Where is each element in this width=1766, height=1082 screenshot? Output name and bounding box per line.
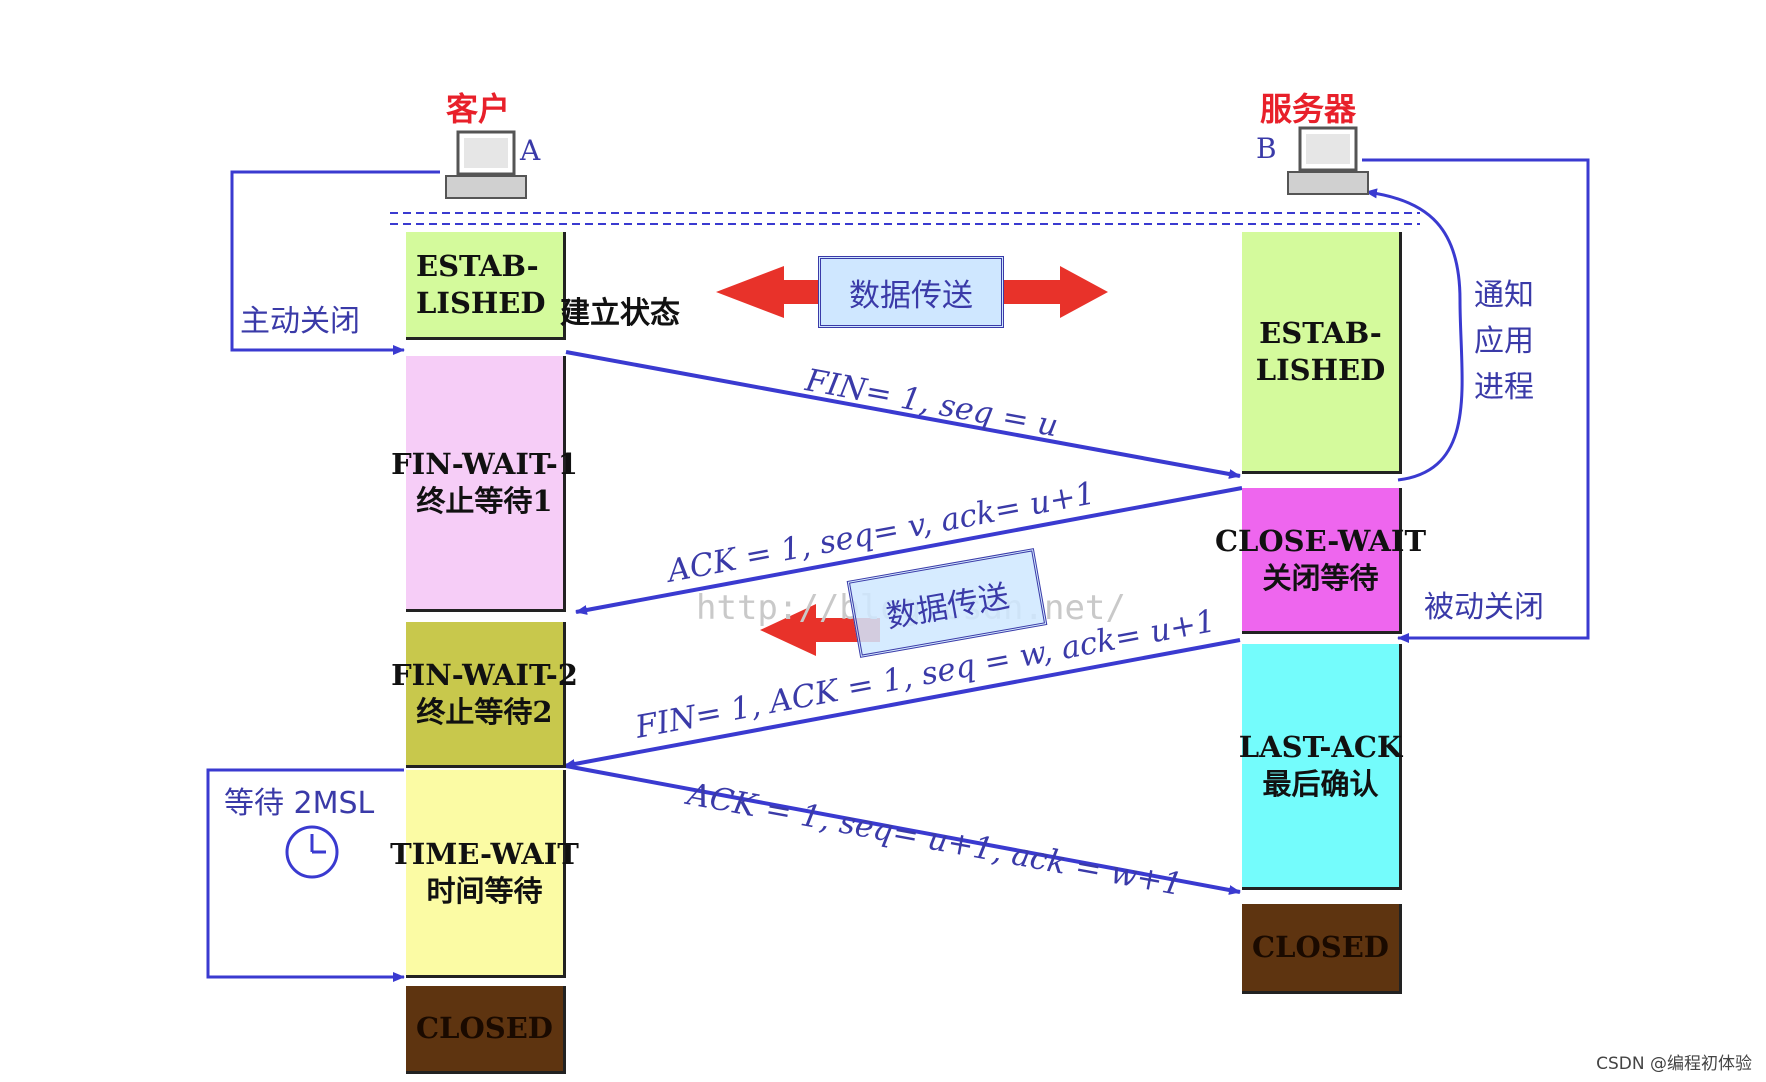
- client-computer-icon: [445, 130, 527, 199]
- client-host-label: A: [520, 134, 541, 167]
- server-state-established: ESTAB- LISHED: [1242, 232, 1402, 474]
- client-established-suffix: 建立状态: [560, 296, 680, 331]
- client-state-closed: CLOSED: [406, 986, 566, 1074]
- wait-2msl-label: 等待 2MSL: [224, 786, 375, 821]
- ack2-arrow: [565, 764, 1241, 895]
- active-close-label: 主动关闭: [240, 304, 360, 339]
- client-state-fin-wait-1: FIN-WAIT-1 终止等待1: [391, 356, 578, 612]
- server-state-last-ack: LAST-ACK 最后确认: [1239, 644, 1402, 890]
- fin2-arrow: [563, 638, 1241, 769]
- client-state-time-wait: TIME-WAIT 时间等待: [390, 770, 579, 978]
- notify-app-line-3: 进程: [1474, 370, 1534, 405]
- server-state-closed: CLOSED: [1242, 904, 1402, 994]
- ack1-arrow: [575, 486, 1243, 615]
- client-state-fin-wait-2: FIN-WAIT-2 终止等待2: [391, 622, 578, 768]
- credit-text: CSDN @编程初体验: [1596, 1054, 1752, 1074]
- server-title: 服务器: [1260, 90, 1357, 128]
- server-state-close-wait: CLOSE-WAIT 关闭等待: [1215, 488, 1426, 634]
- fin1-arrow: [565, 350, 1241, 479]
- server-computer-icon: [1287, 126, 1369, 195]
- notify-app-line-1: 通知: [1474, 278, 1534, 313]
- server-host-label: B: [1256, 132, 1277, 165]
- notify-app-line-2: 应用: [1474, 324, 1534, 359]
- active-close-arrow: [230, 170, 440, 355]
- passive-close-label: 被动关闭: [1424, 590, 1544, 625]
- client-state-established: ESTAB- LISHED: [406, 232, 566, 340]
- client-title: 客户: [446, 90, 511, 128]
- clock-icon: [285, 825, 339, 879]
- data-transfer-left-arrow: [760, 604, 880, 656]
- passive-close-arrow: [1362, 158, 1590, 643]
- notify-app-arrow: [1365, 188, 1464, 482]
- data-transfer-box-1: 数据传送: [818, 256, 1004, 328]
- wait-2msl-arrow: [206, 768, 405, 982]
